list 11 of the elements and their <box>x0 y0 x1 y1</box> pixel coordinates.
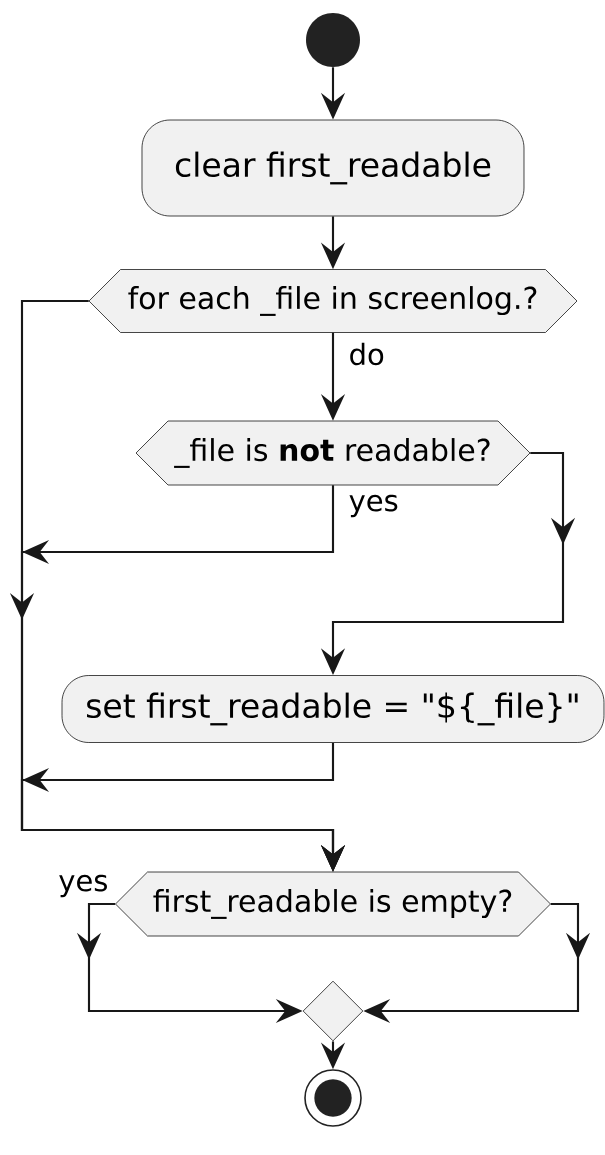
decision-hexagon: _file is not readable? <box>135 420 531 486</box>
edge-label: yes <box>59 874 107 898</box>
action-box: clear first_readable <box>141 119 525 217</box>
start-circle <box>306 13 360 67</box>
merge-diamond <box>302 980 364 1042</box>
end-circle <box>304 1069 362 1127</box>
action-box: set first_readable = "${_file}" <box>61 675 605 743</box>
decision-hexagon: for each _file in screenlog.? <box>88 269 578 333</box>
edge-label: yes <box>349 494 398 518</box>
edge-label: do <box>350 342 384 366</box>
decision-hexagon: first_readable is empty? <box>115 871 551 937</box>
